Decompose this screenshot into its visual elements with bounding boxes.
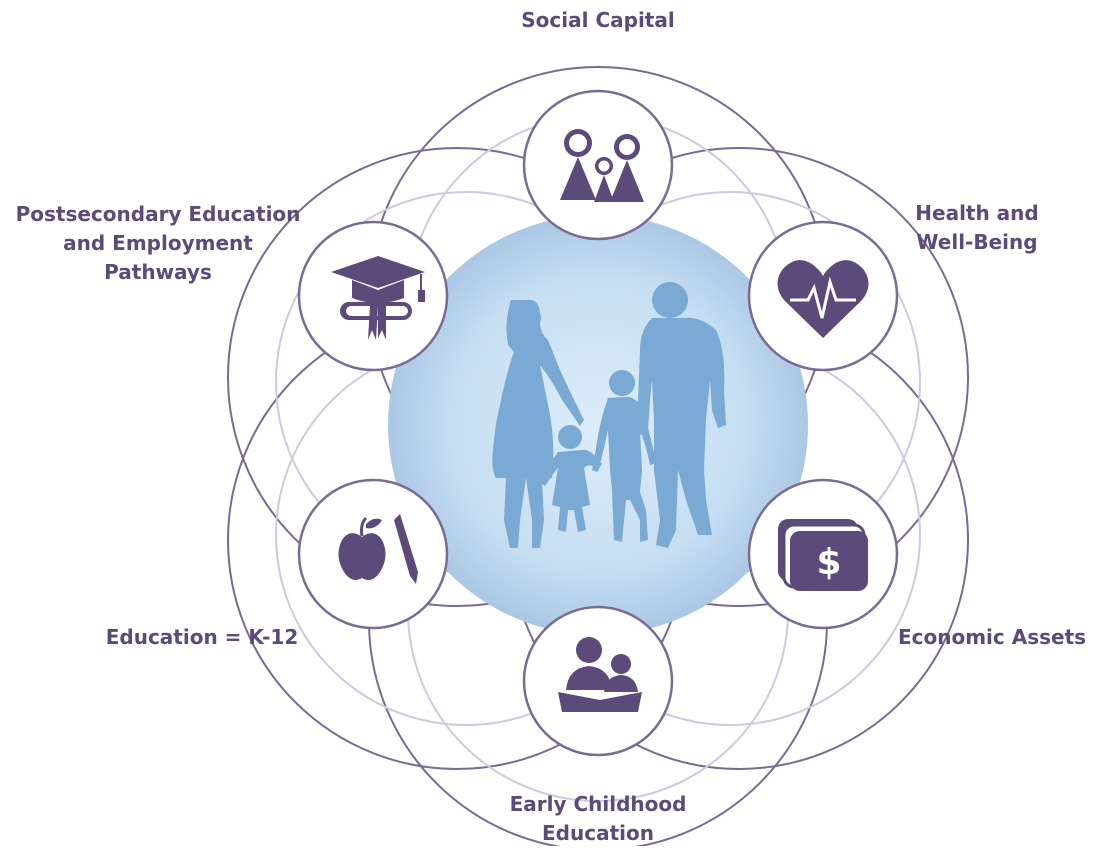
apple-pencil-icon [338,514,418,584]
label-early-childhood: Early Childhood Education [509,792,687,845]
graduation-cap-diploma-icon [331,256,425,340]
label-k12: Education = K-12 [105,625,299,649]
heart-pulse-icon [777,260,869,338]
label-health: Health and Well-Being [915,201,1039,254]
family-silhouette-icon [492,282,726,548]
center-glow [388,215,808,635]
node-early-childhood [522,605,674,757]
node-postsecondary [297,220,449,372]
label-social-capital: Social Capital [521,8,675,32]
label-postsecondary: Postsecondary Education and Employment P… [15,202,301,284]
label-economic: Economic Assets [897,625,1087,649]
node-k12 [297,478,449,630]
node-health [747,220,899,372]
dollar-money-icon: $ [778,519,868,591]
node-economic: $ [747,478,899,630]
node-social-capital [522,89,674,241]
reading-together-icon [558,637,642,712]
family-figures-icon [560,129,644,202]
svg-text:$: $ [816,542,841,583]
